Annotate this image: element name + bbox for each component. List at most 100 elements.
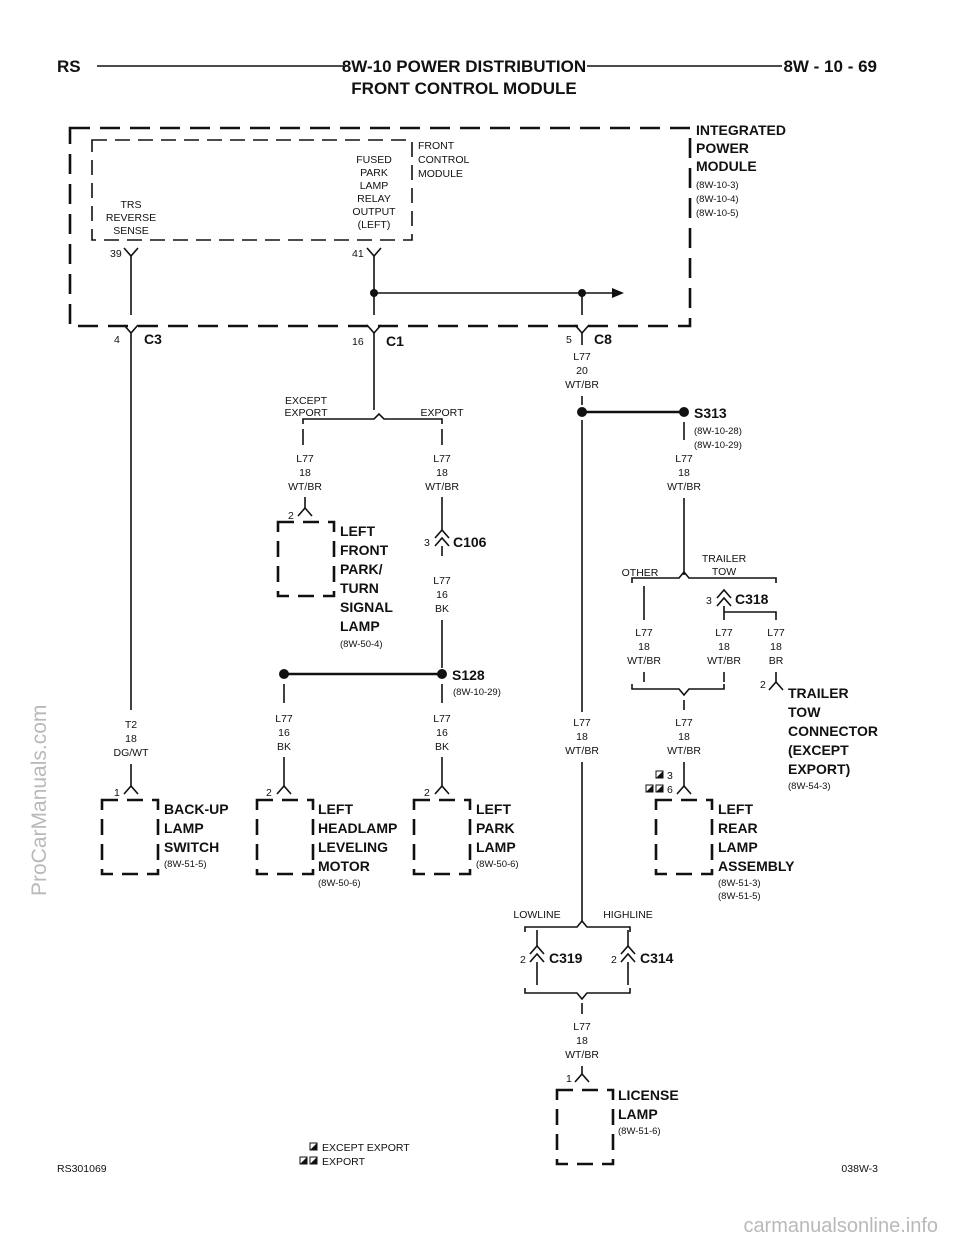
svg-text:LEFT: LEFT (476, 801, 511, 817)
wire-label-s313-down: L77 18 WT/BR (667, 453, 701, 493)
svg-text:WT/BR: WT/BR (565, 745, 599, 757)
svg-text:TURN: TURN (340, 580, 379, 596)
svg-text:L77: L77 (433, 453, 451, 465)
rear-lamp-pin-1: 3 (667, 770, 673, 782)
svg-text:LEFT: LEFT (340, 523, 375, 539)
svg-text:18: 18 (125, 733, 137, 745)
svg-text:WT/BR: WT/BR (425, 481, 459, 493)
branch-trailer-tow-2: TOW (712, 566, 736, 578)
svg-text:20: 20 (576, 365, 588, 377)
svg-text:WT/BR: WT/BR (707, 655, 741, 667)
continuation-arrow-icon (612, 288, 624, 298)
legend-except-export: EXCEPT EXPORT (322, 1142, 410, 1154)
svg-text:L77: L77 (573, 717, 591, 729)
ipm-name-line2: POWER (696, 140, 749, 156)
backup-switch-pin: 1 (114, 787, 120, 799)
svg-text:(8W-51-3): (8W-51-3) (718, 878, 761, 889)
c1-pin: 16 (352, 336, 364, 348)
svg-text:16: 16 (436, 727, 448, 739)
svg-text:16: 16 (436, 589, 448, 601)
svg-text:(8W-50-6): (8W-50-6) (476, 859, 519, 870)
svg-text:(8W-51-6): (8W-51-6) (618, 1126, 661, 1137)
svg-text:L77: L77 (675, 717, 693, 729)
legend-export: EXPORT (322, 1156, 366, 1168)
branch-except-export-1: EXCEPT (285, 395, 328, 407)
component-left-front-park-lamp: 2 LEFT FRONT PARK/ TURN SIGNAL LAMP (8W-… (276, 506, 393, 650)
c3-pin: 4 (114, 334, 120, 346)
svg-text:FRONT: FRONT (340, 542, 389, 558)
ipm-internal-wiring (130, 256, 624, 315)
license-branch-join (524, 988, 631, 1001)
svg-text:LEVELING: LEVELING (318, 839, 388, 855)
branch-highline: HIGHLINE (603, 909, 653, 921)
svg-text:REAR: REAR (718, 820, 758, 836)
branch-except-export-2: EXPORT (285, 407, 329, 419)
svg-text:L77: L77 (433, 575, 451, 587)
svg-text:L77: L77 (573, 1021, 591, 1033)
page-header: RS 8W-10 POWER DISTRIBUTION FRONT CONTRO… (57, 57, 877, 98)
connector-c319: 2 C319 (520, 944, 583, 966)
svg-text:T2: T2 (125, 719, 137, 731)
fused-label-6: (LEFT) (358, 219, 391, 231)
s313-name: S313 (694, 405, 727, 421)
integrated-power-module: INTEGRATED POWER MODULE (8W-10-3) (8W-10… (68, 122, 786, 328)
legend-except-export-icon (309, 1142, 318, 1151)
s313-ref-1: (8W-10-28) (694, 426, 742, 437)
component-headlamp-leveling-motor: 2 LEFT HEADLAMP LEVELING MOTOR (8W-50-6) (255, 784, 397, 889)
component-left-park-lamp: 2 LEFT PARK LAMP (8W-50-6) (412, 784, 519, 876)
fcm-pin-41-terminal (366, 247, 382, 258)
trs-label-2: REVERSE (106, 212, 156, 224)
connector-c1: 16 C1 (352, 324, 404, 349)
branch-export: EXPORT (421, 407, 465, 419)
branch-trailer-tow-1: TRAILER (702, 553, 747, 565)
svg-text:18: 18 (436, 467, 448, 479)
svg-text:L77: L77 (433, 713, 451, 725)
header-page-number: 8W - 10 - 69 (783, 57, 877, 76)
connector-c318: 3 C318 (706, 588, 769, 607)
svg-text:WT/BR: WT/BR (667, 481, 701, 493)
license-lamp-pin: 1 (566, 1073, 572, 1085)
svg-text:LEFT: LEFT (718, 801, 753, 817)
svg-text:L77: L77 (635, 627, 653, 639)
svg-text:L77: L77 (675, 453, 693, 465)
c1-name: C1 (386, 333, 404, 349)
svg-text:(8W-54-3): (8W-54-3) (788, 781, 831, 792)
s128-name: S128 (452, 667, 485, 683)
c3-name: C3 (144, 331, 162, 347)
trs-label-3: SENSE (113, 225, 149, 237)
svg-text:L77: L77 (573, 351, 591, 363)
svg-text:L77: L77 (296, 453, 314, 465)
wire-label-c8-out: L77 20 WT/BR (565, 351, 599, 391)
connector-c314: 2 C314 (611, 944, 674, 966)
svg-text:BK: BK (277, 741, 291, 753)
c319-name: C319 (549, 950, 583, 966)
svg-text:18: 18 (718, 641, 730, 653)
fcm-pin-39: 39 (110, 248, 122, 260)
c106-pin: 3 (424, 537, 430, 549)
front-control-module: FRONT CONTROL MODULE TRS REVERSE SENSE F… (91, 139, 469, 260)
c8-pin: 5 (566, 334, 572, 346)
svg-text:LAMP: LAMP (340, 618, 380, 634)
ipm-name-line1: INTEGRATED (696, 122, 786, 138)
svg-text:CONNECTOR: CONNECTOR (788, 723, 878, 739)
svg-text:TRAILER: TRAILER (788, 685, 849, 701)
connector-c3: 4 C3 (114, 324, 162, 347)
svg-text:BR: BR (769, 655, 784, 667)
svg-text:EXPORT): EXPORT) (788, 761, 850, 777)
svg-text:WT/BR: WT/BR (288, 481, 322, 493)
pin-mark-except-export-icon (655, 770, 664, 779)
ipm-ref-2: (8W-10-4) (696, 194, 739, 205)
left-front-park-pin: 2 (288, 510, 294, 522)
wire-label-rear-lamp: L77 18 WT/BR (667, 717, 701, 757)
svg-text:18: 18 (638, 641, 650, 653)
footer-code-left: RS301069 (57, 1163, 107, 1175)
svg-text:18: 18 (678, 467, 690, 479)
component-trailer-tow-connector: 2 TRAILER TOW CONNECTOR (EXCEPT EXPORT) … (760, 679, 878, 792)
branch-lowline: LOWLINE (513, 909, 560, 921)
fcm-name-line2: CONTROL (418, 154, 469, 166)
legend: EXCEPT EXPORT EXPORT (299, 1142, 410, 1168)
c8-name: C8 (594, 331, 612, 347)
svg-text:MOTOR: MOTOR (318, 858, 370, 874)
svg-text:L77: L77 (715, 627, 733, 639)
